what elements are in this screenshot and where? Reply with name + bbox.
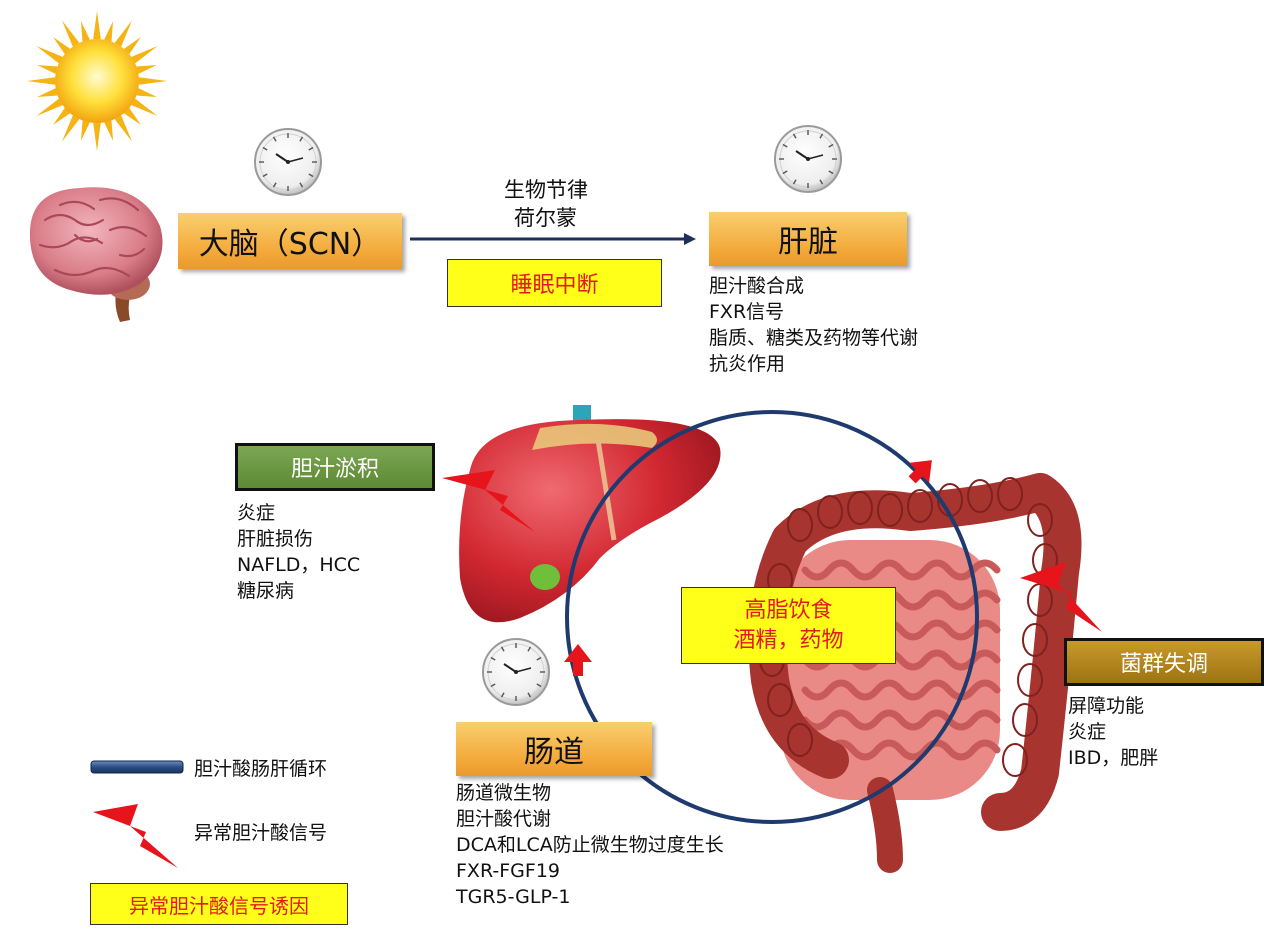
dysbiosis-label: 菌群失调 [1119, 652, 1208, 677]
list-item: IBD，肥胖 [1068, 747, 1159, 769]
list-item: FXR信号 [709, 301, 785, 323]
lightning-icon-intestine [1020, 562, 1102, 632]
list-item: 抗炎作用 [709, 353, 786, 375]
list-item: 肠道微生物 [456, 782, 552, 804]
cholestasis-label: 胆汁淤积 [290, 457, 379, 482]
lightning-icon-legend [93, 804, 178, 868]
list-item: DCA和LCA防止微生物过度生长 [456, 834, 724, 856]
clock-icon-gut [482, 638, 550, 706]
circulation-arrow-right [908, 460, 932, 484]
gut-box-label: 肠道 [524, 735, 584, 770]
alcohol-drug-label: 酒精，药物 [733, 627, 844, 653]
legend-circulation-label: 胆汁酸肠肝循环 [194, 758, 328, 780]
list-item: 炎症 [1068, 721, 1107, 743]
brain-illustration [29, 187, 163, 322]
liver-box-label: 肝脏 [778, 225, 838, 260]
legend-abnormal-signal-label: 异常胆汁酸信号 [194, 822, 328, 844]
cholestasis-box: 胆汁淤积 [235, 443, 435, 491]
clock-icon-liver [774, 125, 842, 193]
brain-to-liver-arrow [410, 233, 696, 245]
list-item: 肝脏损伤 [237, 528, 314, 550]
intestine-illustration [748, 473, 1082, 873]
arrow-label-rhythm: 生物节律 [504, 178, 588, 202]
list-item: 胆汁酸代谢 [456, 808, 552, 830]
list-item: 脂质、糖类及药物等代谢 [709, 327, 919, 349]
diet-label: 高脂饮食 [744, 597, 833, 623]
enterohepatic-circulation-circle [565, 410, 979, 824]
legend-circulation-bar [90, 760, 184, 774]
cholestasis-effects-list: 炎症 肝脏损伤 NAFLD，HCC 糖尿病 [237, 500, 360, 604]
list-item: 炎症 [237, 502, 276, 524]
brain-box: 大脑（SCN） [178, 213, 402, 269]
dysbiosis-effects-list: 屏障功能 炎症 IBD，肥胖 [1068, 693, 1158, 771]
legend-trigger-label: 异常胆汁酸信号诱因 [129, 893, 309, 918]
lightning-icon-liver [442, 470, 535, 532]
list-item: 屏障功能 [1068, 695, 1145, 717]
liver-box: 肝脏 [709, 212, 907, 266]
diet-alcohol-box: 高脂饮食 酒精，药物 [681, 587, 896, 664]
dysbiosis-box: 菌群失调 [1064, 638, 1264, 686]
clock-icon-brain [254, 128, 322, 196]
arrow-label-hormone: 荷尔蒙 [514, 206, 577, 230]
list-item: 糖尿病 [237, 580, 295, 602]
list-item: TGR5-GLP-1 [456, 886, 571, 908]
gut-box: 肠道 [456, 722, 652, 776]
list-item: FXR-FGF19 [456, 860, 560, 882]
legend-trigger-box: 异常胆汁酸信号诱因 [90, 883, 348, 925]
circulation-arrow-left [564, 644, 592, 676]
sleep-disruption-label: 睡眠中断 [510, 273, 599, 298]
brain-box-label: 大脑（SCN） [198, 227, 382, 262]
liver-function-list: 胆汁酸合成 FXR信号 脂质、糖类及药物等代谢 抗炎作用 [709, 273, 918, 377]
list-item: NAFLD，HCC [237, 554, 361, 576]
list-item: 胆汁酸合成 [709, 275, 805, 297]
sleep-disruption-box: 睡眠中断 [447, 259, 662, 307]
sun-icon [27, 11, 167, 151]
gut-function-list: 肠道微生物 胆汁酸代谢 DCA和LCA防止微生物过度生长 FXR-FGF19 T… [456, 780, 724, 910]
